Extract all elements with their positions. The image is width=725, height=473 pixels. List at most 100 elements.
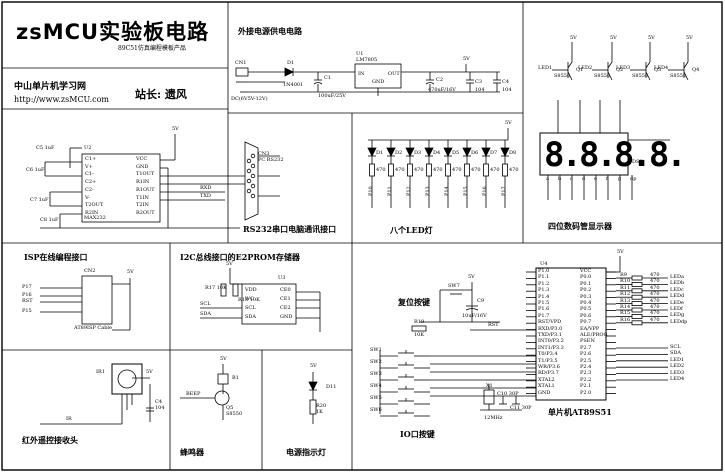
mcu-left-pin: T1/P3.5 xyxy=(538,357,558,364)
led-array xyxy=(367,140,510,208)
reset-vcc: 5V xyxy=(468,274,475,280)
mcu-chip: U4 xyxy=(540,261,548,267)
display-circuit xyxy=(539,100,670,200)
buzzer-transistor-part: S8550 xyxy=(226,411,243,417)
eeprom-signal-sda: SDA xyxy=(200,311,212,317)
mcu-signal: LEDdp xyxy=(670,318,688,325)
reset-circuit xyxy=(411,282,500,332)
cap3-value: 104 xyxy=(475,87,485,93)
eeprom-pin: SCL xyxy=(245,305,256,311)
ir-ref: IR1 xyxy=(96,369,105,375)
led-ref: D2 xyxy=(395,150,403,156)
led-symbol xyxy=(462,147,472,157)
display-segment: c xyxy=(570,176,573,182)
display-title: 四位数码管显示器 xyxy=(548,221,612,231)
rs232-cap: C5 1uF xyxy=(36,145,55,151)
display-vcc: 5V xyxy=(610,35,617,41)
max232-pin: R1OUT xyxy=(136,186,155,193)
stationmaster: 站长: 遗风 xyxy=(135,88,187,101)
mcu-res-value: 470 xyxy=(650,316,660,323)
mcu-right-pin: PSEN xyxy=(580,338,595,345)
max232-pin: C2- xyxy=(85,186,94,193)
display-segment: a xyxy=(546,176,549,182)
mcu-p2-signal: SCL xyxy=(670,344,681,350)
reset-cap-value: 10uF/16V xyxy=(462,313,487,319)
rs232-vcc: 5V xyxy=(172,126,179,132)
display-vcc: 5V xyxy=(686,35,693,41)
io-keys-title: IO口按键 xyxy=(400,429,435,439)
mcu-left-pin: INT0/P3.2 xyxy=(538,338,564,345)
led-ref: D5 xyxy=(452,150,460,156)
power-jack: CN1 xyxy=(235,60,247,66)
reg-pin-gnd: GND xyxy=(372,79,385,85)
led-symbol xyxy=(405,147,415,157)
max232-pin: T1OUT xyxy=(136,171,155,178)
led-port: P15 xyxy=(463,186,469,196)
mcu-signal: LEDf xyxy=(670,306,683,312)
resistor-symbol xyxy=(445,163,451,177)
rs232-connector-part: PC RS232 xyxy=(258,157,284,163)
display-segment: e xyxy=(594,176,597,182)
mcu-signal: LEDb xyxy=(670,280,685,287)
led-ref: D6 xyxy=(471,150,479,156)
display-vcc: 5V xyxy=(648,35,655,41)
max232-pin: C1- xyxy=(85,171,94,178)
org-url: http://www.zsMCU.com xyxy=(14,95,109,104)
max232-pin: V+ xyxy=(85,163,93,170)
rs232-chip: U2 xyxy=(84,145,92,151)
switch-ref: SW4 xyxy=(370,383,382,389)
display-transistor-part: S8550 xyxy=(670,73,687,79)
mcu-signal: LEDa xyxy=(670,274,684,280)
max232-pin: VCC xyxy=(136,156,148,162)
mcu-vcc: 5V xyxy=(617,249,624,255)
mcu-res-value: 470 xyxy=(650,304,660,310)
mcu-right-pin: P2.5 xyxy=(580,357,592,364)
mcu-p2-signal: LED3 xyxy=(670,369,685,376)
display-transistor-ref: Q1 xyxy=(576,67,584,73)
buzzer-title: 蜂鸣器 xyxy=(180,447,204,457)
isp-signal: P16 xyxy=(22,292,32,298)
led-port: P12 xyxy=(406,186,412,196)
led-res-value: 470 xyxy=(452,167,462,173)
reg-pin-out: OUT xyxy=(388,71,400,77)
mcu-right-pin: P2.7 xyxy=(580,344,592,351)
led-ref: D8 xyxy=(509,150,517,156)
power-led-res-value: 1K xyxy=(316,409,323,415)
max232-pin: V- xyxy=(85,194,90,201)
cap2-value: 470uF/16V xyxy=(428,87,456,93)
led-ref: D4 xyxy=(433,150,441,156)
rs232-circuit xyxy=(40,134,280,229)
cap1-value: 100uF/25V xyxy=(318,93,346,99)
led-res-value: 470 xyxy=(395,167,405,173)
mcu-res-value: 470 xyxy=(650,291,660,298)
resistor-symbol xyxy=(631,281,643,287)
buzzer-signal: BEEP xyxy=(186,391,201,397)
led-symbol xyxy=(367,147,377,157)
crystal-circuit xyxy=(480,384,522,411)
transistor-symbol xyxy=(683,71,689,81)
rs232-signal-rxd: RXD xyxy=(200,185,212,191)
mcu-right-pin: EA/VPP xyxy=(580,325,600,332)
led-symbol xyxy=(386,147,396,157)
rs232-connector: CN3 xyxy=(258,151,270,157)
display-vcc: 5V xyxy=(570,35,577,41)
rs232-chip-part: MAX232 xyxy=(84,215,106,221)
led-ref: D3 xyxy=(414,150,422,156)
display-base-label: LED2 xyxy=(578,65,593,71)
reset-switch: SW7 xyxy=(448,283,460,289)
rs232-cap: C7 1uF xyxy=(30,197,49,203)
power-led-title: 电源指示灯 xyxy=(286,447,326,457)
mcu-p2-signal: SDA xyxy=(670,350,682,357)
eight-led-circuit xyxy=(368,128,509,141)
display-transistor-ref: Q2 xyxy=(616,67,624,73)
led-symbol xyxy=(443,147,453,157)
led-port: P10 xyxy=(368,186,374,196)
transistor-symbol xyxy=(567,61,573,69)
mcu-right-pin: P2.2 xyxy=(580,376,592,383)
ir-vcc: 5V xyxy=(146,369,153,375)
eeprom-pin: VDD xyxy=(245,287,257,293)
mcu-right-pin: P0.2 xyxy=(580,287,592,294)
display-transistor-ref: Q3 xyxy=(654,67,662,73)
reset-res: R19 xyxy=(414,319,425,325)
